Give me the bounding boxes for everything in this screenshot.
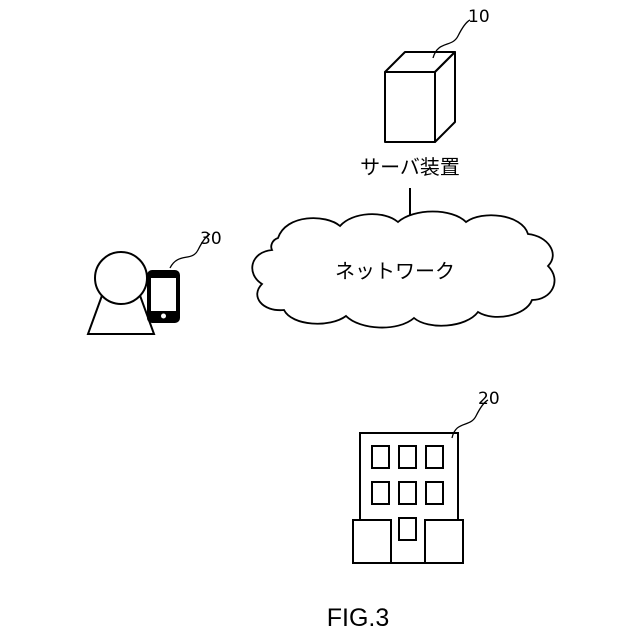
smartphone [147, 270, 180, 323]
building-window [426, 482, 443, 504]
smartphone-screen [151, 278, 176, 311]
building-window [399, 518, 416, 540]
server-label: サーバ装置 [360, 155, 460, 179]
building-window [426, 446, 443, 468]
network-label: ネットワーク [335, 259, 455, 283]
smartphone-home-button [161, 314, 166, 319]
building-window [399, 446, 416, 468]
building-window [399, 482, 416, 504]
server-device [385, 52, 455, 142]
facility-building [353, 433, 463, 563]
server-ref-number: 10 [468, 7, 490, 27]
building-window [372, 482, 389, 504]
terminal-ref-number: 30 [200, 229, 222, 249]
figure-caption: FIG.3 [327, 604, 390, 632]
building-right-wing [425, 520, 463, 563]
user-head [95, 252, 147, 304]
server-box-front [385, 72, 435, 142]
building-left-wing [353, 520, 391, 563]
user-person [88, 252, 154, 334]
building-window [372, 446, 389, 468]
facility-ref-number: 20 [478, 389, 500, 409]
